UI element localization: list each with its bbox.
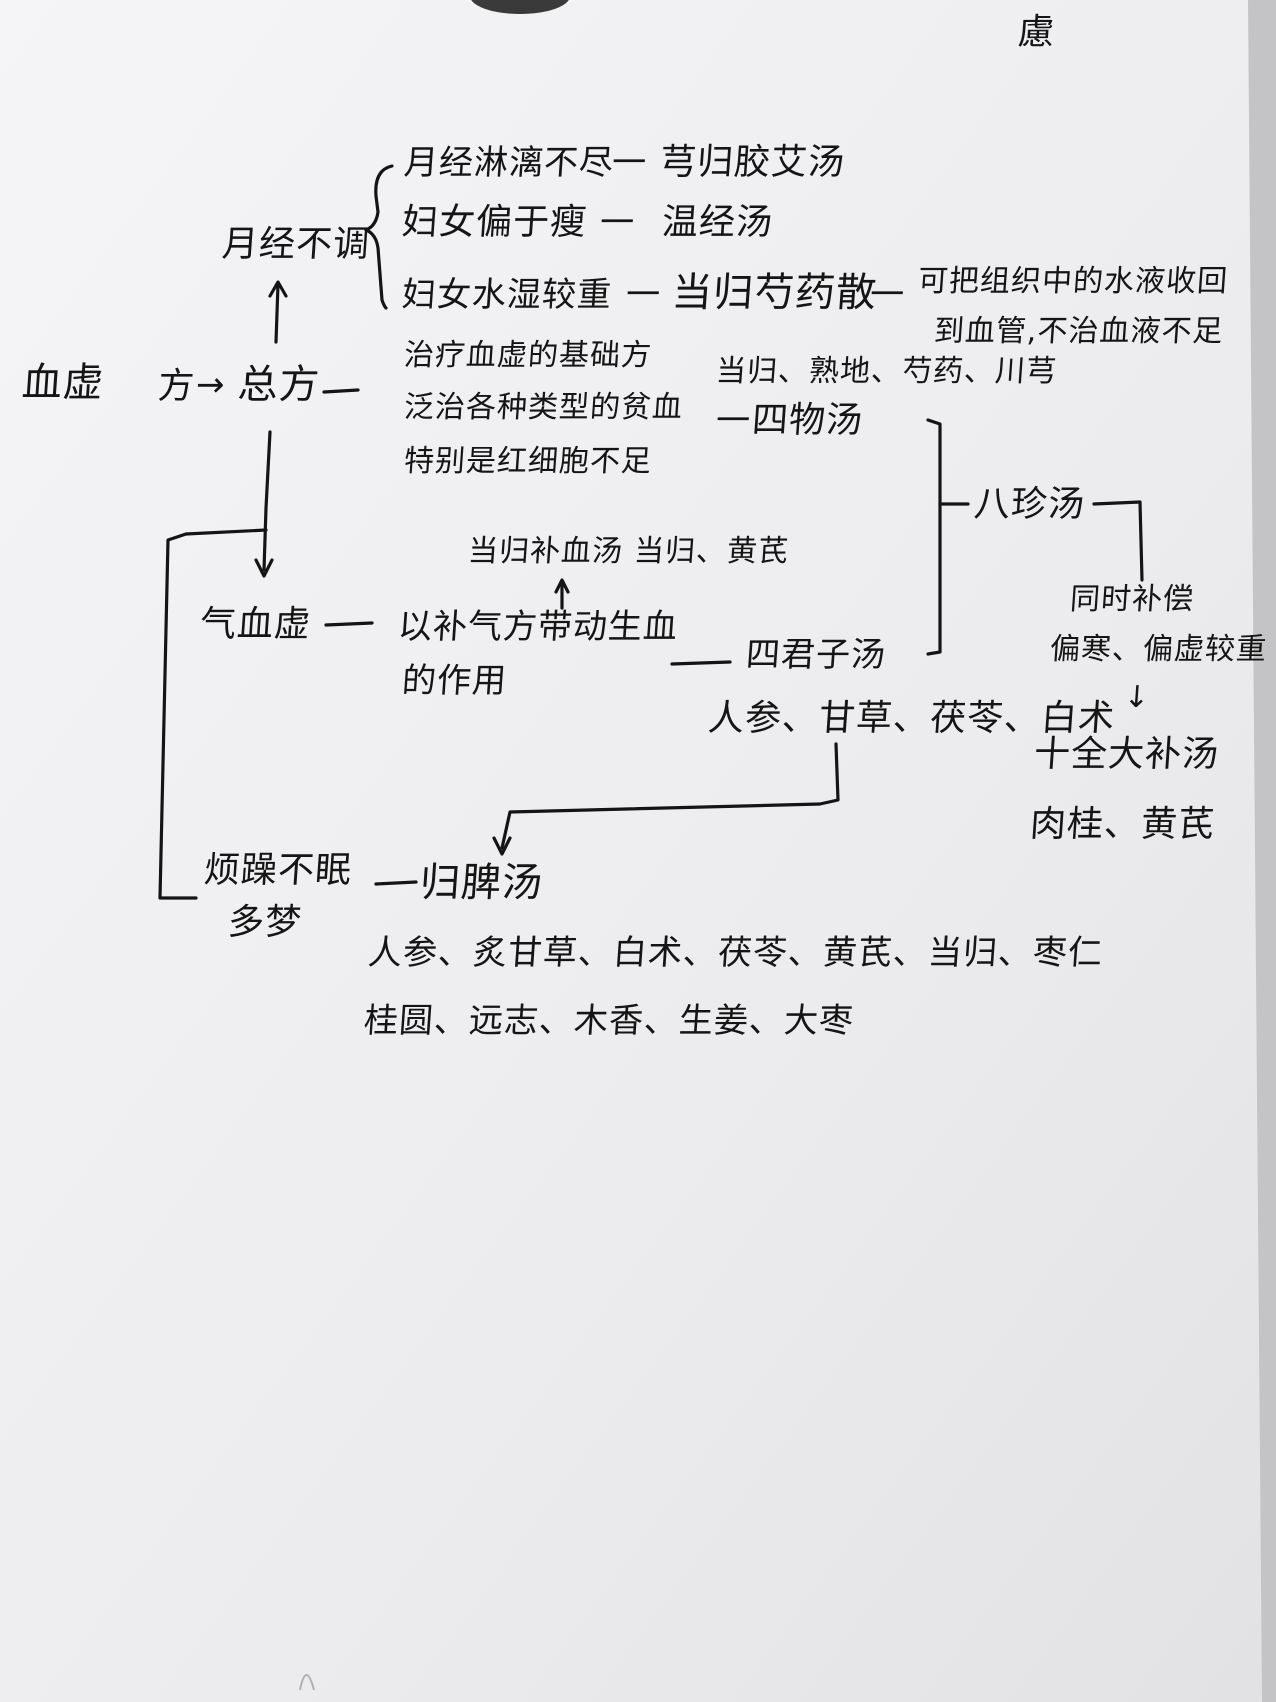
guipi-ingredients-line2: 桂圆、远志、木香、生姜、大枣: [362, 1001, 856, 1041]
fang-arrow: →: [194, 365, 227, 405]
base-desc-line3: 特别是红细胞不足: [402, 444, 654, 479]
root-node: 血虚: [20, 360, 106, 406]
base-desc-line2: 泛治各种类型的贫血: [402, 390, 685, 425]
shiquan-condition-line2: 偏寒、偏虚较重: [1048, 632, 1269, 667]
qixue-desc-line2: 的作用: [400, 661, 509, 701]
shiquan-ingredients: 肉桂、黄芪: [1028, 804, 1217, 845]
zongfang-node: 总方: [236, 362, 322, 408]
branch3-note-line2: 到血管,不治血液不足: [932, 314, 1225, 349]
base-desc-line1: 治疗血虚的基础方: [402, 338, 654, 373]
branch3-symptom: 妇女水湿较重: [400, 275, 614, 315]
fang-label: 方: [156, 366, 197, 407]
insomnia-line2: 多梦: [226, 902, 304, 943]
insomnia-line1: 烦躁不眠: [202, 850, 354, 891]
menstrual-node: 月经不调: [220, 224, 372, 265]
branch3-note-dash: 一: [868, 275, 907, 315]
branch3-dash: 一: [624, 275, 663, 315]
guipi-formula: 归脾汤: [418, 860, 545, 906]
branch2-symptom: 妇女偏于瘦: [400, 202, 589, 243]
branch1-formula: 芎归胶艾汤: [658, 142, 847, 183]
sijunzi-ingredients: 人参、甘草、茯苓、白术: [706, 698, 1117, 739]
siwu-dash: 一: [714, 401, 753, 441]
qixue-desc-line1: 以补气方带动生血: [396, 607, 680, 647]
corner-mark: 慮: [1016, 12, 1057, 53]
branch1-dash: 一: [610, 143, 649, 183]
sijunzi-formula: 四君子汤: [744, 635, 888, 675]
bazhen-formula: 八珍汤: [972, 484, 1087, 525]
shiquan-condition-line1: 同时补偿: [1068, 582, 1196, 617]
branch2-formula: 温经汤: [660, 202, 775, 243]
branch3-formula: 当归芍药散: [670, 270, 879, 316]
guipi-ingredients-line1: 人参、炙甘草、白术、茯苓、黄芪、当归、枣仁: [366, 933, 1105, 973]
siwu-ingredients: 当归、熟地、芍药、川芎: [714, 354, 1059, 389]
buxue-formula: 当归补血汤: [466, 534, 625, 569]
shiquan-down-arrow: ↓: [1122, 680, 1152, 715]
siwu-formula: 四物汤: [750, 400, 865, 441]
qixue-node: 气血虚: [198, 604, 313, 645]
branch2-dash: 一: [598, 203, 637, 243]
branch3-note-line1: 可把组织中的水液收回: [916, 264, 1230, 299]
branch1-symptom: 月经淋漓不尽: [402, 143, 616, 183]
buxue-ingredients: 当归、黄芪: [632, 534, 791, 569]
shiquan-formula: 十全大补汤: [1032, 734, 1221, 775]
